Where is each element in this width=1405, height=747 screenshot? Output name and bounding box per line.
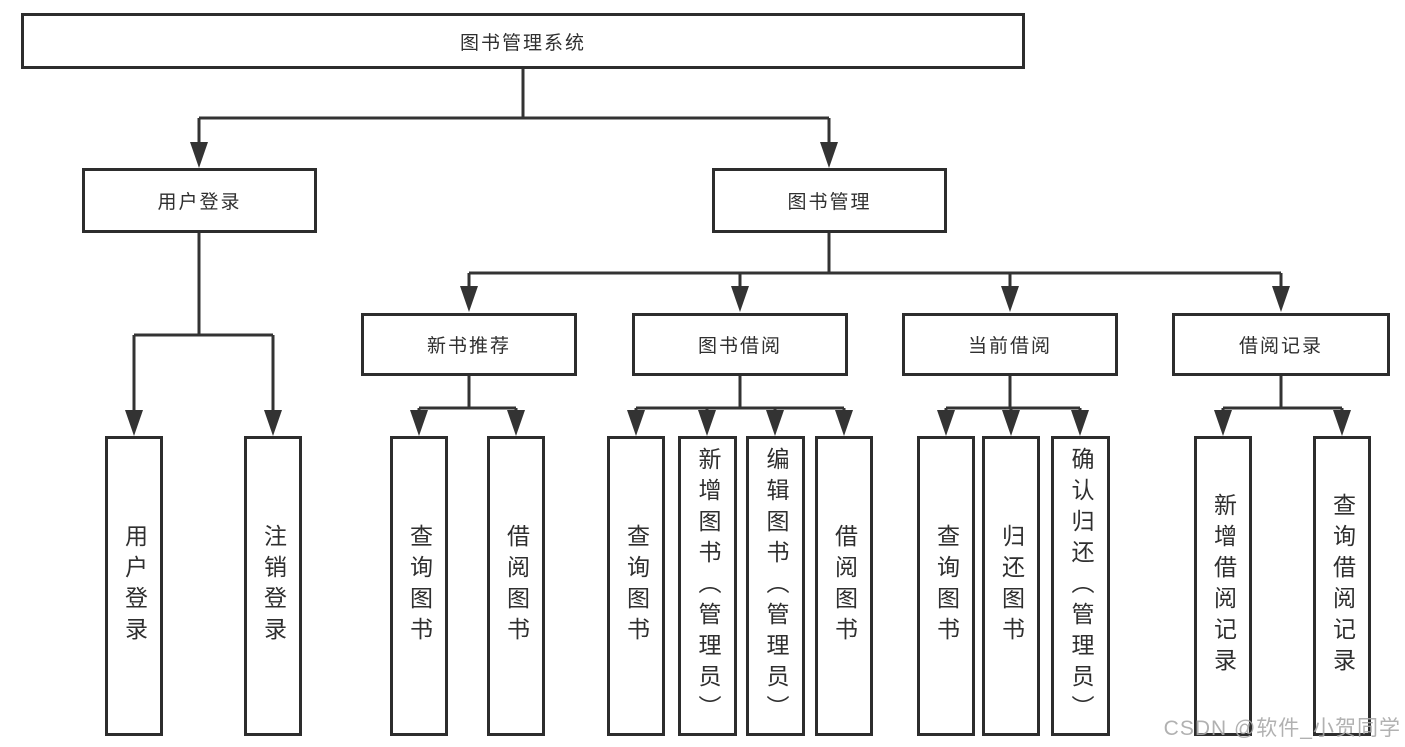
leaf-logout: 注销登录 bbox=[244, 436, 302, 736]
leaf-current-confirm-return-admin: 确认归还（管理员） bbox=[1051, 436, 1110, 736]
connector-paths bbox=[132, 69, 1344, 413]
leaf-recommend-query-books: 查询图书 bbox=[390, 436, 448, 736]
node-borrow-records: 借阅记录 bbox=[1172, 313, 1390, 376]
node-book-borrow: 图书借阅 bbox=[632, 313, 848, 376]
leaf-borrow-query-books: 查询图书 bbox=[607, 436, 665, 736]
leaf-borrow-add-books-admin: 新增图书（管理员） bbox=[678, 436, 737, 736]
leaf-borrow-edit-books-admin: 编辑图书（管理员） bbox=[746, 436, 805, 736]
csdn-watermark: CSDN @软件_小贺同学 bbox=[1163, 717, 1401, 740]
leaf-user-login: 用户登录 bbox=[105, 436, 163, 736]
leaf-current-return-books: 归还图书 bbox=[982, 436, 1040, 736]
node-user-login: 用户登录 bbox=[82, 168, 317, 233]
node-book-management: 图书管理 bbox=[712, 168, 947, 233]
leaf-recommend-borrow-books: 借阅图书 bbox=[487, 436, 545, 736]
node-library-management-system: 图书管理系统 bbox=[21, 13, 1025, 69]
leaf-current-query-books: 查询图书 bbox=[917, 436, 975, 736]
leaf-borrow-borrow-books: 借阅图书 bbox=[815, 436, 873, 736]
node-new-book-recommend: 新书推荐 bbox=[361, 313, 577, 376]
leaf-records-query-record: 查询借阅记录 bbox=[1313, 436, 1371, 736]
leaf-records-add-record: 新增借阅记录 bbox=[1194, 436, 1252, 736]
node-current-borrow: 当前借阅 bbox=[902, 313, 1118, 376]
arrowheads bbox=[125, 142, 1351, 436]
